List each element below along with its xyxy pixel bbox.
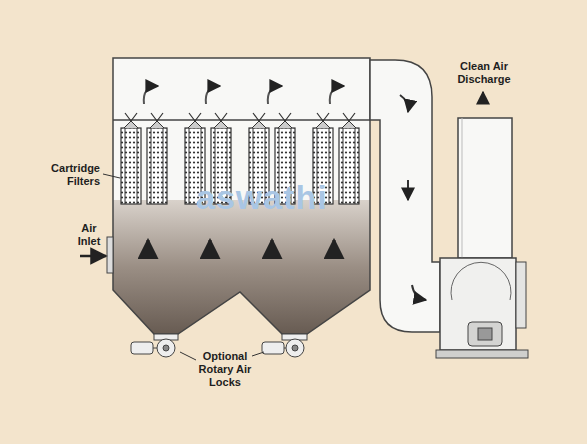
leader-line xyxy=(180,352,196,360)
dirty-air-plenum xyxy=(100,200,390,350)
airflow-arrows xyxy=(144,86,344,256)
watermark: aswathi xyxy=(196,178,328,216)
discharge-arrow xyxy=(482,92,484,104)
duct-arrow xyxy=(412,285,426,300)
discharge-stack xyxy=(458,118,512,258)
rotary-air-lock xyxy=(131,334,178,357)
callout-label: Clean Air Discharge xyxy=(448,60,520,86)
fan-motor xyxy=(468,322,502,346)
tube-sheet xyxy=(113,119,370,121)
leader-line xyxy=(103,174,120,178)
cartridge-filter xyxy=(339,113,359,204)
fan-scroll xyxy=(451,262,511,300)
cartridge-filter xyxy=(147,113,167,204)
fan-housing xyxy=(440,258,516,350)
duct-arrow xyxy=(407,180,409,200)
motor-box xyxy=(478,328,492,340)
inlet-arrow xyxy=(80,255,106,258)
callout-label: Air Inlet xyxy=(70,222,108,248)
callout-label: Cartridge Filters xyxy=(38,162,100,188)
duct-arrow xyxy=(400,95,408,112)
fan-base xyxy=(436,350,528,358)
air-inlet xyxy=(107,237,113,273)
fan-bearing xyxy=(516,262,526,328)
cartridge-filter xyxy=(121,113,141,204)
callout-label: Optional Rotary Air Locks xyxy=(194,350,256,389)
clean-air-duct xyxy=(370,60,440,332)
housing-outline xyxy=(113,58,370,334)
rotary-air-lock xyxy=(262,334,307,357)
stack-shade xyxy=(462,118,463,258)
leader-line xyxy=(252,352,264,356)
